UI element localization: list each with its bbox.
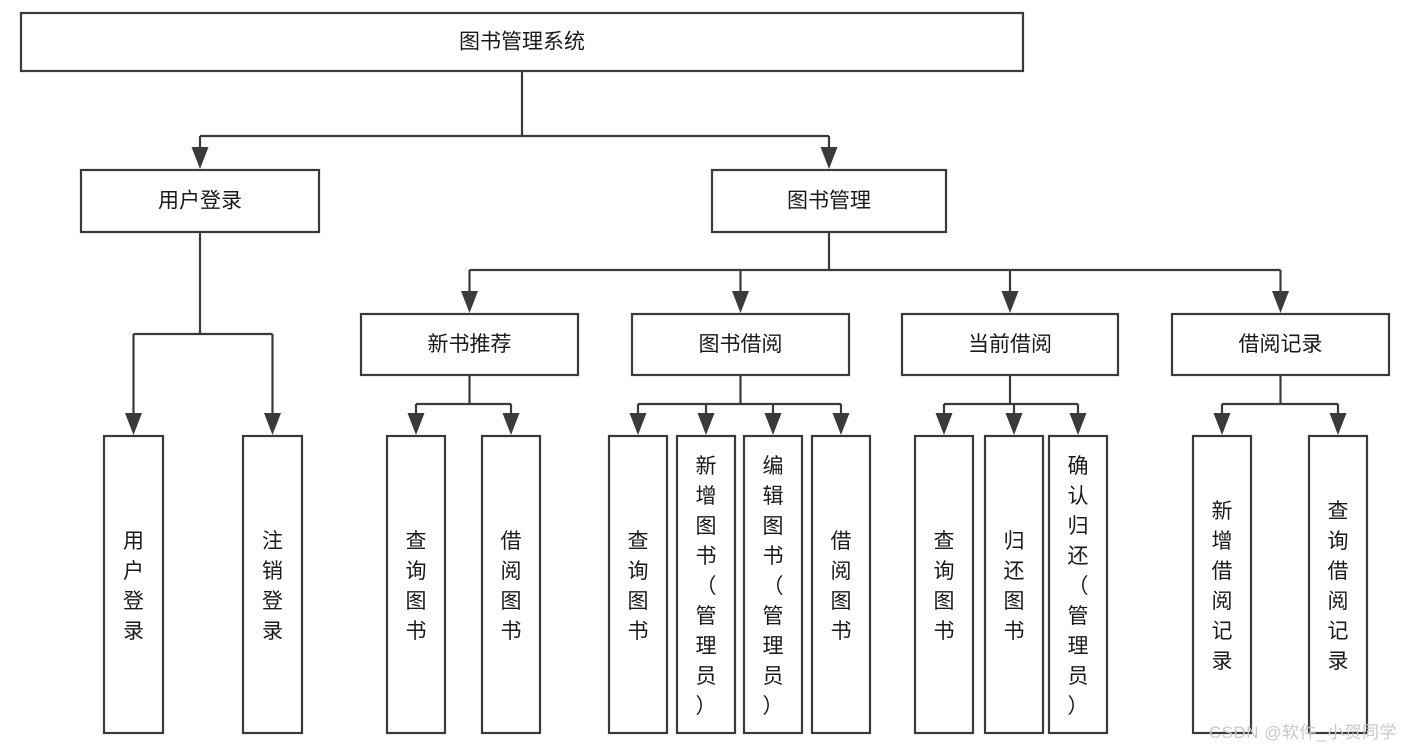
node-user-login[interactable]: 用户登录 (79, 168, 321, 234)
node-label: 借阅图书 (831, 530, 852, 643)
node-label: 图书借阅 (699, 333, 783, 356)
node-leaf-cb-confirm[interactable]: 确认归还（管理员） (1047, 434, 1109, 735)
node-label: 图书管理系统 (459, 31, 585, 54)
node-book-borrow[interactable]: 图书借阅 (630, 312, 851, 377)
node-box (102, 434, 165, 735)
node-label: 用户登录 (123, 530, 144, 643)
connector-group-user-login-bus (125, 232, 281, 435)
node-box (359, 312, 580, 377)
node-label: 查询图书 (934, 530, 955, 643)
node-box (385, 434, 447, 735)
node-label: 注销登录 (262, 530, 283, 643)
node-leaf-rec-query[interactable]: 查询图书 (385, 434, 447, 735)
connector-group-book-manage-bus (461, 232, 1289, 313)
node-label: 查询图书 (406, 530, 427, 643)
connector-group-root-bus (191, 71, 838, 169)
node-label: 当前借阅 (968, 333, 1052, 356)
node-label: 查询借阅记录 (1328, 500, 1349, 673)
node-box (675, 434, 737, 735)
node-borrow-record[interactable]: 借阅记录 (1170, 312, 1391, 377)
node-box (1170, 312, 1391, 377)
node-root[interactable]: 图书管理系统 (19, 11, 1025, 73)
node-leaf-br-add[interactable]: 新增借阅记录 (1191, 434, 1253, 735)
node-label: 新增借阅记录 (1212, 500, 1233, 673)
node-leaf-br-query[interactable]: 查询借阅记录 (1307, 434, 1369, 735)
node-label: 归还图书 (1004, 530, 1025, 643)
connector-group-book-borrow-bus (629, 375, 850, 435)
node-label: 新书推荐 (428, 333, 512, 356)
node-box (983, 434, 1045, 735)
node-box (710, 168, 948, 234)
node-box (900, 312, 1120, 377)
node-leaf-user-login[interactable]: 用户登录 (102, 434, 165, 735)
node-label: 新增图书（管理员） (696, 455, 717, 718)
node-leaf-bb-borrow[interactable]: 借阅图书 (810, 434, 872, 735)
connector-group-new-book-rec-bus (407, 375, 520, 435)
node-leaf-cb-return[interactable]: 归还图书 (983, 434, 1045, 735)
node-label: 查询图书 (628, 530, 649, 643)
node-label: 借阅记录 (1239, 333, 1323, 356)
node-book-manage[interactable]: 图书管理 (710, 168, 948, 234)
node-leaf-user-logout[interactable]: 注销登录 (241, 434, 304, 735)
node-leaf-bb-edit[interactable]: 编辑图书（管理员） (742, 434, 804, 735)
node-box (480, 434, 542, 735)
connector-group-borrow-record-bus (1213, 375, 1347, 435)
node-box (79, 168, 321, 234)
connector-layer (125, 71, 1347, 435)
node-label: 编辑图书（管理员） (763, 455, 784, 718)
node-layer: 图书管理系统用户登录图书管理新书推荐图书借阅当前借阅借阅记录用户登录注销登录查询… (19, 11, 1391, 735)
node-leaf-bb-add[interactable]: 新增图书（管理员） (675, 434, 737, 735)
node-box (607, 434, 669, 735)
node-label: 确认归还（管理员） (1068, 455, 1089, 718)
node-label: 用户登录 (158, 190, 242, 213)
node-box (630, 312, 851, 377)
watermark-text: CSDN @软件_小贺同学 (1208, 723, 1397, 742)
node-current-borrow[interactable]: 当前借阅 (900, 312, 1120, 377)
node-leaf-cb-query[interactable]: 查询图书 (913, 434, 975, 735)
node-label: 图书管理 (787, 190, 871, 213)
node-box (1307, 434, 1369, 735)
node-leaf-rec-borrow[interactable]: 借阅图书 (480, 434, 542, 735)
node-box (19, 11, 1025, 73)
connector-group-current-borrow-bus (935, 375, 1087, 435)
node-box (810, 434, 872, 735)
node-box (241, 434, 304, 735)
node-box (913, 434, 975, 735)
node-leaf-bb-query[interactable]: 查询图书 (607, 434, 669, 735)
node-new-book-rec[interactable]: 新书推荐 (359, 312, 580, 377)
node-box (742, 434, 804, 735)
node-box (1191, 434, 1253, 735)
node-box (1047, 434, 1109, 735)
node-label: 借阅图书 (501, 530, 522, 643)
